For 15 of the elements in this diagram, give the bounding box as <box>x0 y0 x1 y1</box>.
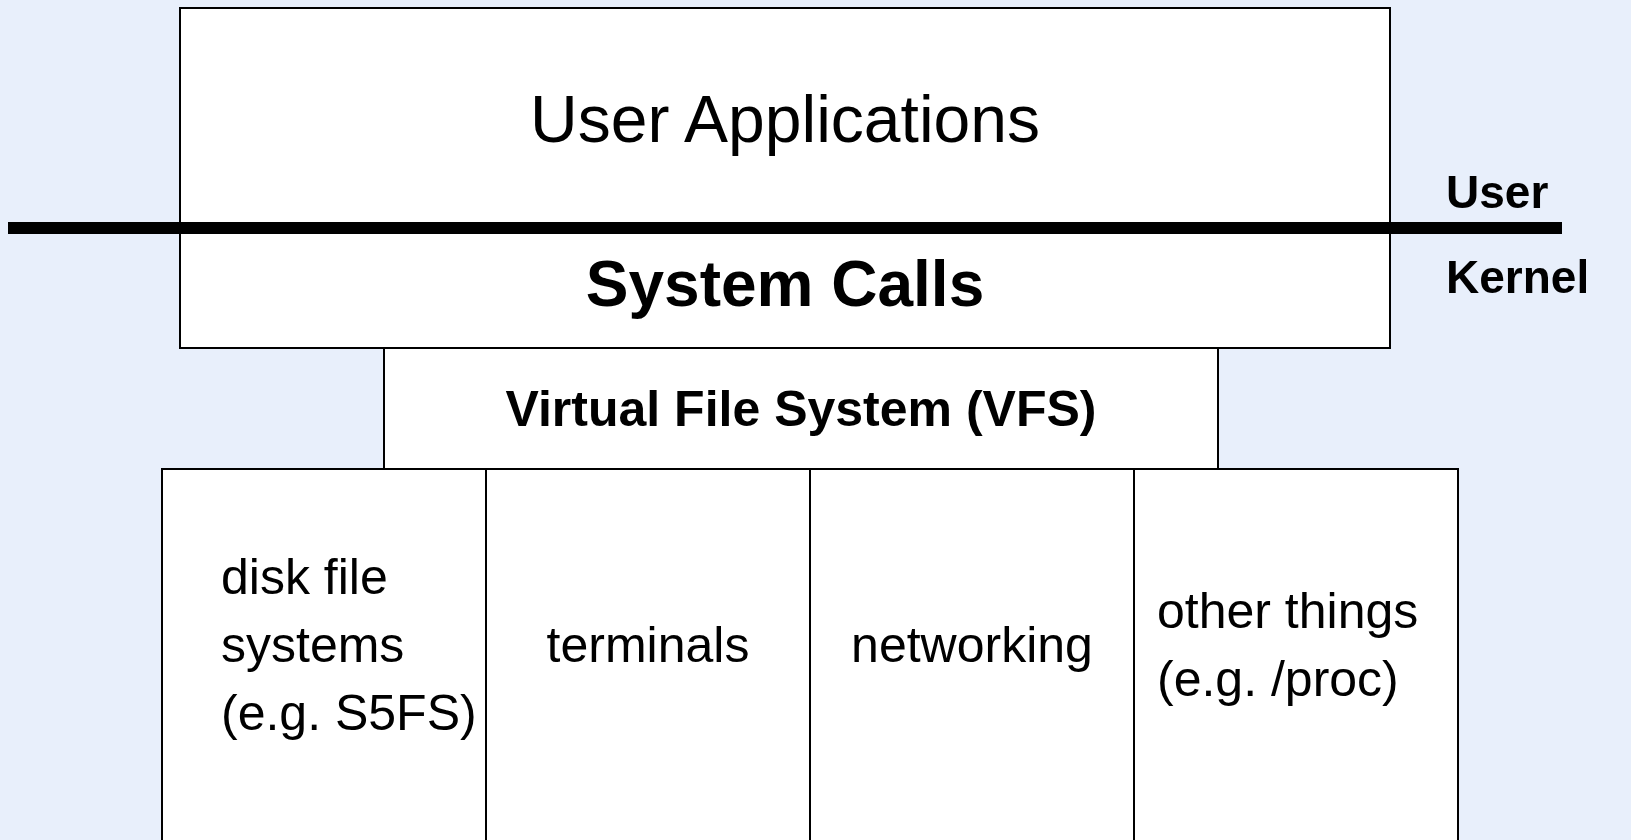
module-box <box>485 468 811 840</box>
module-box <box>809 468 1135 840</box>
layer-box <box>383 347 1219 470</box>
module-label: other things (e.g. /proc) <box>1156 582 1420 709</box>
module-label: disk file systems (e.g. S5FS) <box>220 548 478 743</box>
layer-title: Virtual File System (VFS) <box>504 379 1098 438</box>
module-label: networking <box>850 616 1094 675</box>
module-box <box>1133 468 1459 840</box>
region-label: Kernel <box>1446 250 1590 304</box>
module-label: terminals <box>545 616 751 675</box>
module-box <box>161 468 487 840</box>
layer-title: System Calls <box>584 247 986 321</box>
region-label: User <box>1446 165 1549 219</box>
layer-box <box>179 7 1391 349</box>
layer-title: User Applications <box>529 81 1041 157</box>
